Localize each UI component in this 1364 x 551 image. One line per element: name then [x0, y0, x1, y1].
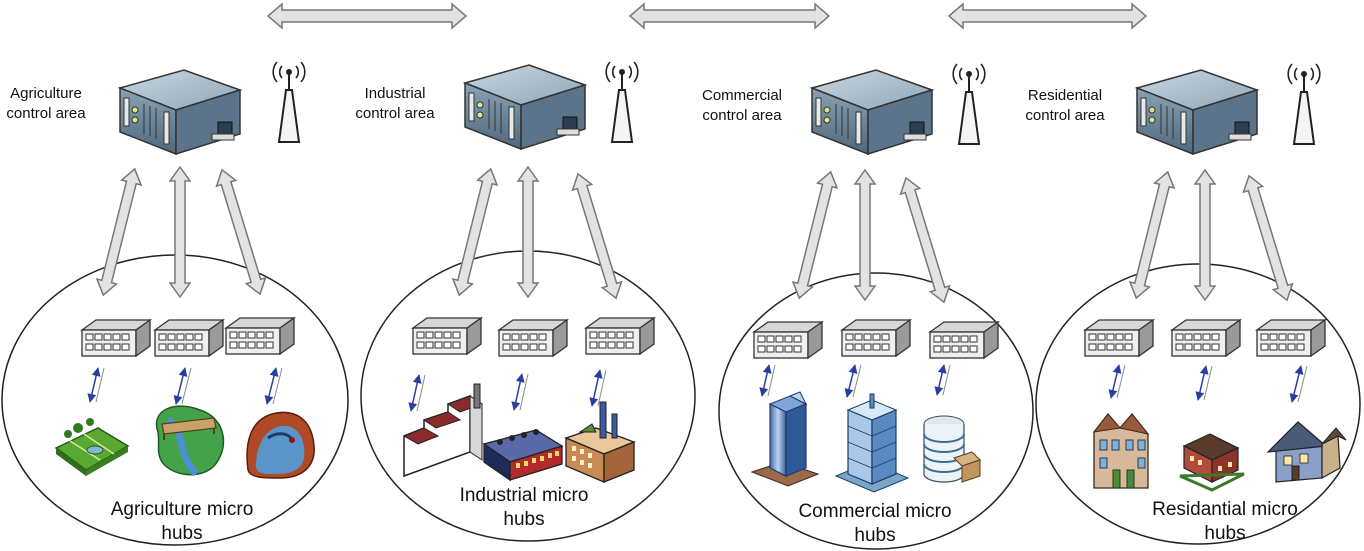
double-arrow [571, 172, 623, 300]
hub-label-industrial: Industrial micro hubs [459, 485, 589, 530]
double-arrow [853, 168, 877, 302]
double-arrow [1193, 168, 1217, 302]
double-arrow [95, 167, 143, 297]
server-icon [119, 69, 241, 155]
area-label-residential: Residential control area [1025, 87, 1105, 124]
pond-icon [246, 411, 315, 479]
network-switch-icon [498, 319, 568, 357]
switch-building-links [87, 364, 1308, 412]
round-building-icon [923, 415, 981, 483]
hub-label-residential: Residantial micro hubs [1152, 499, 1298, 544]
top-link-arrows [266, 2, 1148, 30]
double-arrow [516, 165, 540, 299]
river-bridge-icon [155, 405, 225, 477]
switches [81, 317, 1326, 359]
network-switch-icon [753, 321, 823, 359]
hub-circle-residential [1035, 263, 1361, 545]
link-arrow-industrial-commercial [628, 2, 831, 30]
area-label-industrial: Industrial control area [355, 85, 435, 122]
hub-label-agriculture: Agriculture micro hubs [110, 499, 254, 544]
network-switch-icon [585, 317, 655, 355]
network-switch-icon [1171, 319, 1241, 357]
server-icon [1136, 69, 1258, 155]
antenna-icon [605, 61, 639, 143]
network-switch-icon [225, 317, 295, 355]
network-switch-icon [841, 319, 911, 357]
server-switch-arrows [95, 165, 1294, 304]
hub-circle-commercial [718, 272, 1034, 550]
industrial-building-icon [482, 429, 564, 482]
skyscraper-icon [750, 391, 820, 487]
server-icon [464, 64, 586, 150]
area-label-commercial: Commercial control area [701, 87, 782, 124]
network-switch-icon [412, 317, 482, 355]
double-arrow [1242, 174, 1294, 302]
farm-field-icon [54, 418, 130, 476]
apartment-icon [1179, 433, 1245, 492]
network-switch-icon [154, 319, 224, 357]
area-label-agriculture: Agriculture control area [6, 85, 86, 122]
hub-label-commercial: Commercial micro hubs [798, 501, 952, 546]
factory-icon [402, 383, 484, 478]
double-arrow [215, 168, 267, 296]
double-arrow [791, 170, 839, 300]
plant-icon [564, 401, 636, 483]
double-arrow [1128, 170, 1176, 300]
link-arrow-commercial-residential [947, 2, 1148, 30]
antenna-icon [1287, 63, 1321, 145]
network-switch-icon [1084, 319, 1154, 357]
server-icon [811, 69, 933, 155]
link-arrow-agriculture-industrial [266, 2, 468, 30]
network-switch-icon [1256, 319, 1326, 357]
antenna-icon [952, 63, 986, 145]
house-icon [1266, 421, 1347, 483]
office-tower-icon [834, 393, 910, 493]
network-switch-icon [81, 319, 151, 357]
antenna-icon [272, 61, 306, 143]
double-arrow [899, 176, 951, 304]
double-arrow [168, 165, 192, 299]
double-arrow [451, 167, 499, 297]
network-switch-icon [929, 321, 999, 359]
townhouse-icon [1092, 412, 1150, 489]
